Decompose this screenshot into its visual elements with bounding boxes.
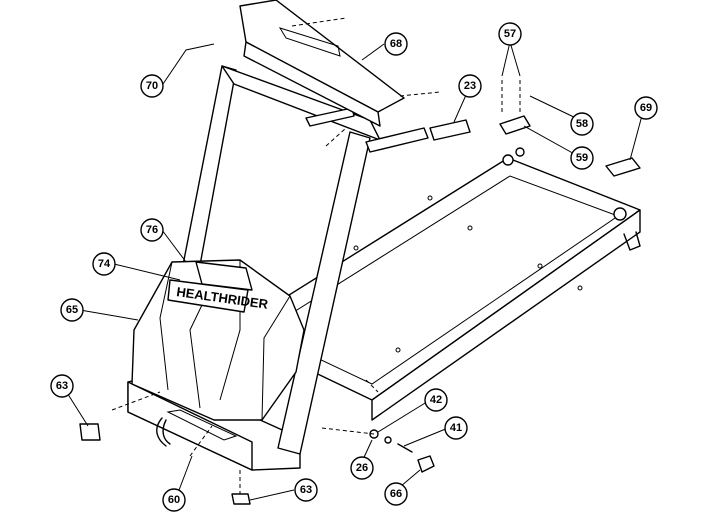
callout-59-label: 59: [576, 152, 588, 164]
callout-63-left-label: 63: [56, 380, 68, 392]
callout-59: 59: [570, 146, 594, 170]
callout-57: 57: [498, 22, 522, 46]
callout-68-label: 68: [390, 38, 402, 50]
callout-23-label: 23: [464, 80, 476, 92]
callout-65-label: 65: [66, 304, 78, 316]
callout-76-label: 76: [146, 224, 158, 236]
callout-76: 76: [140, 218, 164, 242]
upright-frame: [181, 65, 429, 455]
callout-63-left: 63: [50, 374, 74, 398]
callout-26: 26: [350, 456, 374, 480]
callout-74: 74: [92, 252, 116, 276]
callout-74-label: 74: [98, 258, 111, 270]
callout-63-bottom-label: 63: [300, 484, 312, 496]
callout-68: 68: [384, 32, 408, 56]
callout-69-label: 69: [640, 102, 652, 114]
callout-63-bottom: 63: [294, 478, 318, 502]
callout-60: 60: [162, 488, 186, 512]
callout-26-label: 26: [356, 462, 368, 474]
callout-69: 69: [634, 96, 658, 120]
assembly-guides: [111, 17, 521, 494]
leader-lines: [63, 41, 645, 501]
callouts: 70 68 23 57 58 59 69 76: [50, 22, 658, 512]
callout-57-label: 57: [504, 28, 516, 40]
callout-66-label: 66: [390, 488, 402, 500]
callout-41: 41: [444, 416, 468, 440]
callout-65: 65: [60, 298, 84, 322]
callout-70: 70: [140, 74, 164, 98]
treadmill-deck: [229, 147, 641, 421]
callout-41-label: 41: [450, 422, 462, 434]
console-68: [239, 0, 405, 127]
callout-42: 42: [424, 388, 448, 412]
callout-70-label: 70: [146, 80, 158, 92]
callout-42-label: 42: [430, 394, 442, 406]
motor-hood-65: HEALTHRIDER: [131, 259, 305, 421]
callout-58: 58: [570, 112, 594, 136]
callout-66: 66: [384, 482, 408, 506]
callout-58-label: 58: [576, 118, 588, 130]
callout-60-label: 60: [168, 494, 180, 506]
small-parts: [79, 115, 641, 505]
callout-23: 23: [458, 74, 482, 98]
